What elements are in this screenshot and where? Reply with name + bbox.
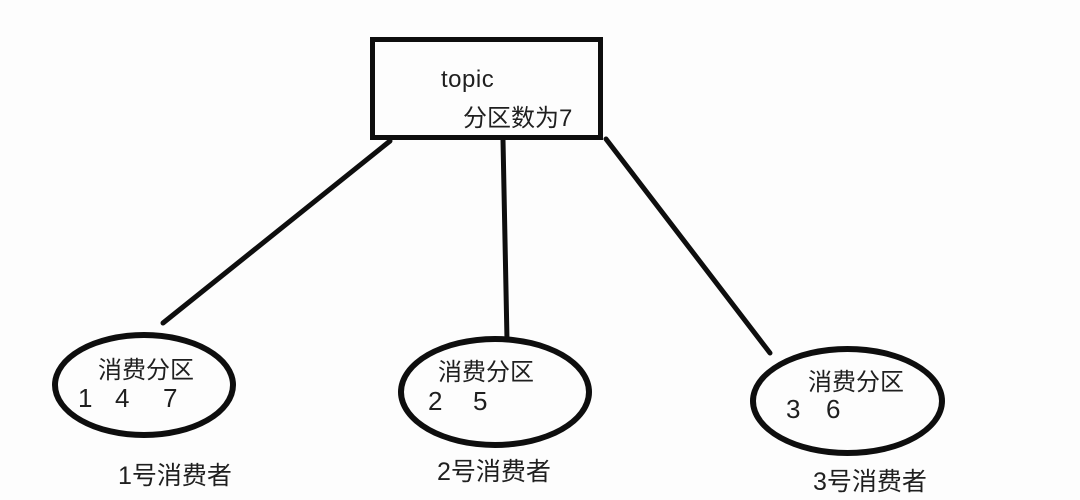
consumer-1-partition-label: 消费分区	[98, 357, 194, 384]
consumer-2-partition-number: 2	[428, 386, 443, 416]
consumer-2-partition-ellipse: 消费分区 2 5	[398, 336, 592, 448]
consumer-2-label: 2号消费者	[437, 458, 551, 486]
consumer-2-partition-label: 消费分区	[438, 359, 534, 386]
consumer-2-partition-number: 5	[473, 386, 488, 416]
topic-title: topic	[441, 66, 495, 93]
consumer-3-partition-ellipse: 消费分区 3 6	[750, 346, 945, 456]
consumer-1-label: 1号消费者	[118, 462, 232, 490]
connector-topic-to-consumer-2	[500, 137, 510, 343]
connector-topic-to-consumer-1	[160, 138, 393, 326]
topic-partition-count: 分区数为7	[463, 105, 573, 132]
consumer-1-partition-number: 7	[163, 383, 178, 413]
consumer-1-partition-ellipse: 消费分区 1 4 7	[52, 332, 236, 438]
consumer-3-partition-number: 6	[826, 394, 841, 424]
consumer-1-partition-number: 4	[115, 383, 130, 413]
consumer-3-partition-number: 3	[786, 394, 801, 424]
consumer-3-partition-label: 消费分区	[808, 369, 904, 396]
consumer-1-partition-number: 1	[78, 383, 93, 413]
consumer-3-label: 3号消费者	[813, 468, 927, 496]
connector-topic-to-consumer-3	[603, 136, 773, 356]
topic-box: topic 分区数为7	[370, 37, 603, 140]
